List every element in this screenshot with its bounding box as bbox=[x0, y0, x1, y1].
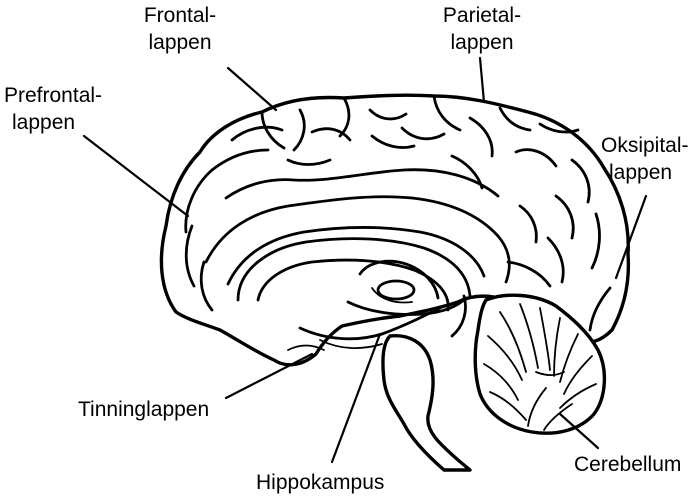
label-prefrontal-lobe: Prefrontal- lappen bbox=[4, 82, 102, 136]
brainstem bbox=[381, 334, 472, 472]
label-parietal-line2: lappen bbox=[450, 31, 514, 54]
label-occipital-lobe: Oksipital- lappen bbox=[601, 132, 689, 186]
label-cerebellum: Cerebellum bbox=[574, 453, 682, 476]
cortex-folds bbox=[184, 94, 612, 332]
leader-lines bbox=[82, 56, 648, 464]
label-prefrontal-line1: Prefrontal- bbox=[4, 84, 103, 107]
leader-parietal bbox=[478, 56, 486, 104]
cerebellum bbox=[473, 293, 607, 435]
label-frontal-line1: Frontal- bbox=[143, 4, 217, 27]
leader-hippokampus bbox=[330, 332, 382, 464]
label-parietal-lobe: Parietal- lappen bbox=[432, 2, 532, 56]
leader-oksipital bbox=[614, 194, 648, 280]
label-temporal-lobe: Tinninglappen bbox=[78, 398, 210, 421]
leader-cerebellum bbox=[558, 412, 600, 450]
label-oksipital-line2: lappen bbox=[609, 161, 673, 184]
leader-tinning bbox=[224, 352, 314, 400]
label-hippocampus: Hippokampus bbox=[256, 471, 385, 494]
corpus-callosum bbox=[236, 237, 472, 338]
label-frontal-lobe: Frontal- lappen bbox=[130, 2, 230, 56]
label-oksipital-line1: Oksipital- bbox=[601, 134, 689, 157]
label-frontal-line2: lappen bbox=[148, 31, 212, 54]
label-prefrontal-line2: lappen bbox=[12, 111, 76, 134]
leader-prefrontal bbox=[82, 134, 190, 218]
leader-frontal bbox=[226, 66, 278, 112]
label-parietal-line1: Parietal- bbox=[442, 4, 522, 27]
